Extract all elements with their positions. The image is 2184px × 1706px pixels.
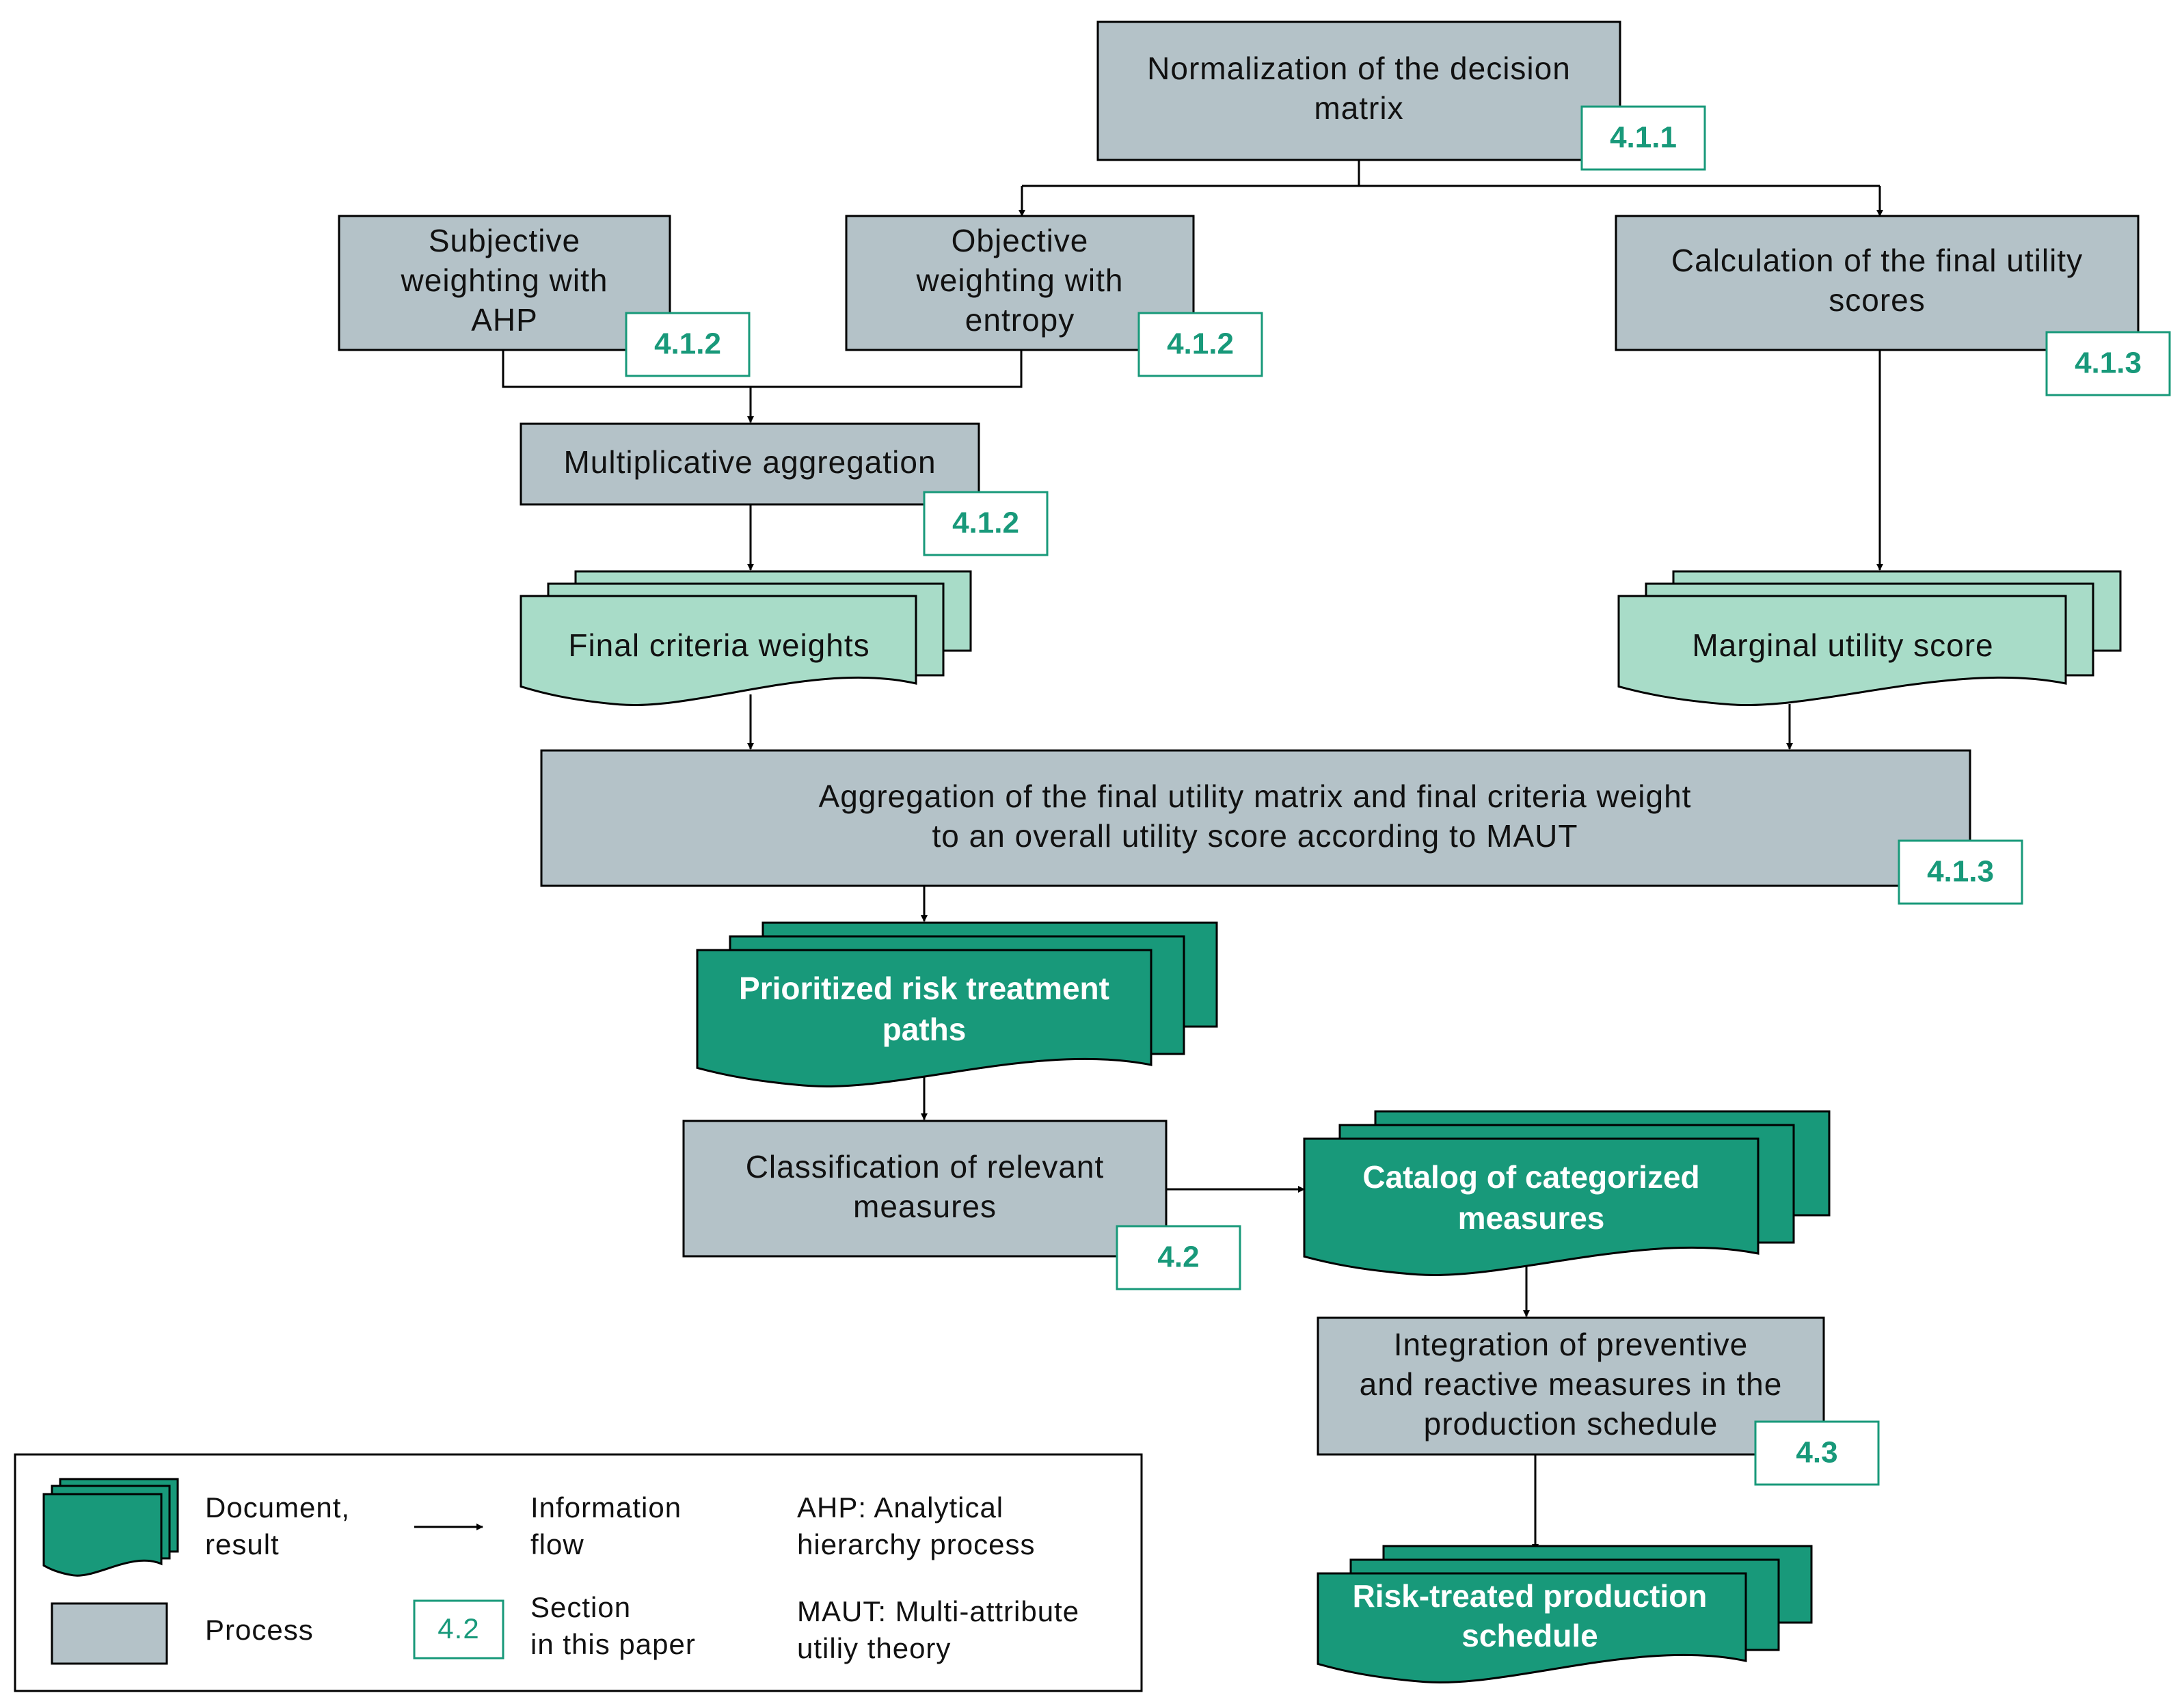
process-label: Subjective (429, 223, 580, 258)
process-classification: Classification of relevant measures (682, 1120, 1168, 1258)
process-label: matrix (1314, 90, 1403, 126)
process-label: weighting with (916, 262, 1124, 298)
process-box (845, 215, 1195, 351)
section-number: 4.1.2 (1167, 327, 1234, 361)
process-integration: Integration of preventive and reactive me… (1317, 1316, 1825, 1456)
document-label: Final criteria weights (568, 627, 869, 663)
section-number: 4.3 (1796, 1436, 1837, 1470)
legend-badge-icon (413, 1599, 504, 1660)
section-badge-classification: 4.2 (1116, 1225, 1241, 1290)
legend-maut-definition: utiliy theory (797, 1632, 951, 1664)
process-box (1615, 215, 2140, 351)
section-number: 4.1.2 (952, 506, 1019, 540)
section-badge-box (1754, 1420, 1880, 1486)
legend-frame (14, 1453, 1143, 1692)
process-box (520, 422, 980, 506)
process-box (682, 1120, 1168, 1258)
document-front-page (520, 595, 917, 707)
process-label: Calculation of the final utility (1671, 243, 2083, 278)
process-label: AHP (471, 302, 538, 338)
document-front-page (1317, 1572, 1747, 1684)
section-badge-integration: 4.3 (1754, 1420, 1880, 1486)
legend-process-icon (51, 1602, 168, 1665)
process-label: Aggregation of the final utility matrix … (819, 778, 1692, 814)
section-number: 4.1.3 (2075, 347, 2142, 380)
section-badge-objective: 4.1.2 (1137, 312, 1263, 377)
process-box (1317, 1316, 1825, 1456)
process-aggregation: Aggregation of the final utility matrix … (540, 749, 1971, 887)
document-label: Risk-treated production (1353, 1578, 1708, 1614)
legend-document-label: result (205, 1528, 280, 1560)
process-label: Integration of preventive (1394, 1327, 1749, 1362)
process-objective: Objective weighting with entropy (845, 215, 1195, 351)
section-badge-normalization: 4.1.1 (1580, 105, 1706, 171)
document-front-page (1617, 595, 2067, 707)
process-label: and reactive measures in the (1360, 1366, 1783, 1402)
connector-weight-merge (502, 350, 1023, 388)
document-final-criteria-weights: Final criteria weights (520, 570, 972, 707)
section-badge-box (923, 491, 1049, 556)
section-badge-box (1116, 1225, 1241, 1290)
legend-process-label: Process (205, 1614, 314, 1646)
document-front-page (696, 949, 1152, 1088)
section-badge-box (1898, 839, 2023, 905)
process-label: to an overall utility score according to… (932, 818, 1578, 854)
information-flow-lines (502, 160, 1883, 1551)
legend-ahp-definition: hierarchy process (797, 1528, 1035, 1560)
document-prioritized-paths: Prioritized risk treatment paths (696, 921, 1218, 1088)
document-label: schedule (1461, 1618, 1597, 1653)
document-catalog-measures: Catalog of categorized measures (1303, 1110, 1831, 1277)
legend-flow-label: flow (530, 1528, 584, 1560)
process-label: Objective (952, 223, 1089, 258)
section-badge-subjective: 4.1.2 (625, 312, 751, 377)
document-label: Marginal utility score (1692, 627, 1993, 663)
process-label: entropy (965, 302, 1075, 338)
section-number: 4.1.3 (1927, 855, 1994, 889)
legend-section-label: Section (530, 1591, 631, 1623)
section-badge-multiplicative: 4.1.2 (923, 491, 1049, 556)
legend-badge-number: 4.2 (437, 1612, 479, 1644)
legend-document-front (42, 1493, 163, 1577)
section-badge-box (2045, 331, 2171, 396)
legend-maut-definition: MAUT: Multi-attribute (797, 1595, 1079, 1627)
document-label: Prioritized risk treatment (739, 971, 1109, 1006)
legend-ahp-definition: AHP: Analytical (797, 1491, 1003, 1524)
legend-document-label: Document, (205, 1491, 350, 1524)
document-label: Catalog of categorized (1362, 1159, 1699, 1195)
process-normalization: Normalization of the decision matrix (1096, 21, 1621, 161)
document-label: measures (1458, 1200, 1605, 1236)
process-label: Classification of relevant (746, 1149, 1105, 1184)
process-label: scores (1829, 282, 1925, 318)
flowchart-shapes: Normalization of the decision matrix 4.1.1… (338, 21, 2171, 1684)
process-label: Multiplicative aggregation (563, 444, 936, 480)
process-label: weighting with (401, 262, 608, 298)
process-multiplicative: Multiplicative aggregation (520, 422, 980, 506)
legend-document-icon (42, 1478, 179, 1577)
section-number: 4.2 (1157, 1241, 1199, 1274)
section-badge-box (625, 312, 751, 377)
legend-section-label: in this paper (530, 1628, 696, 1660)
document-risk-treated-schedule: Risk-treated production schedule (1317, 1545, 1813, 1684)
process-label: measures (853, 1189, 997, 1224)
document-marginal-utility-score: Marginal utility score (1617, 570, 2122, 707)
section-number: 4.1.1 (1610, 121, 1677, 154)
legend-flow-label: Information (530, 1491, 682, 1524)
process-box (1096, 21, 1621, 161)
process-box (540, 749, 1971, 887)
document-front-page (1303, 1137, 1760, 1277)
section-badge-calculation: 4.1.3 (2045, 331, 2171, 396)
document-label: paths (882, 1012, 967, 1047)
process-label: production schedule (1424, 1406, 1718, 1441)
process-box (338, 215, 671, 351)
section-number: 4.1.2 (654, 327, 721, 361)
section-badge-aggregation: 4.1.3 (1898, 839, 2023, 905)
section-badge-box (1137, 312, 1263, 377)
process-label: Normalization of the decision (1147, 51, 1571, 86)
process-calculation: Calculation of the final utility scores (1615, 215, 2140, 351)
section-badge-box (1580, 105, 1706, 171)
